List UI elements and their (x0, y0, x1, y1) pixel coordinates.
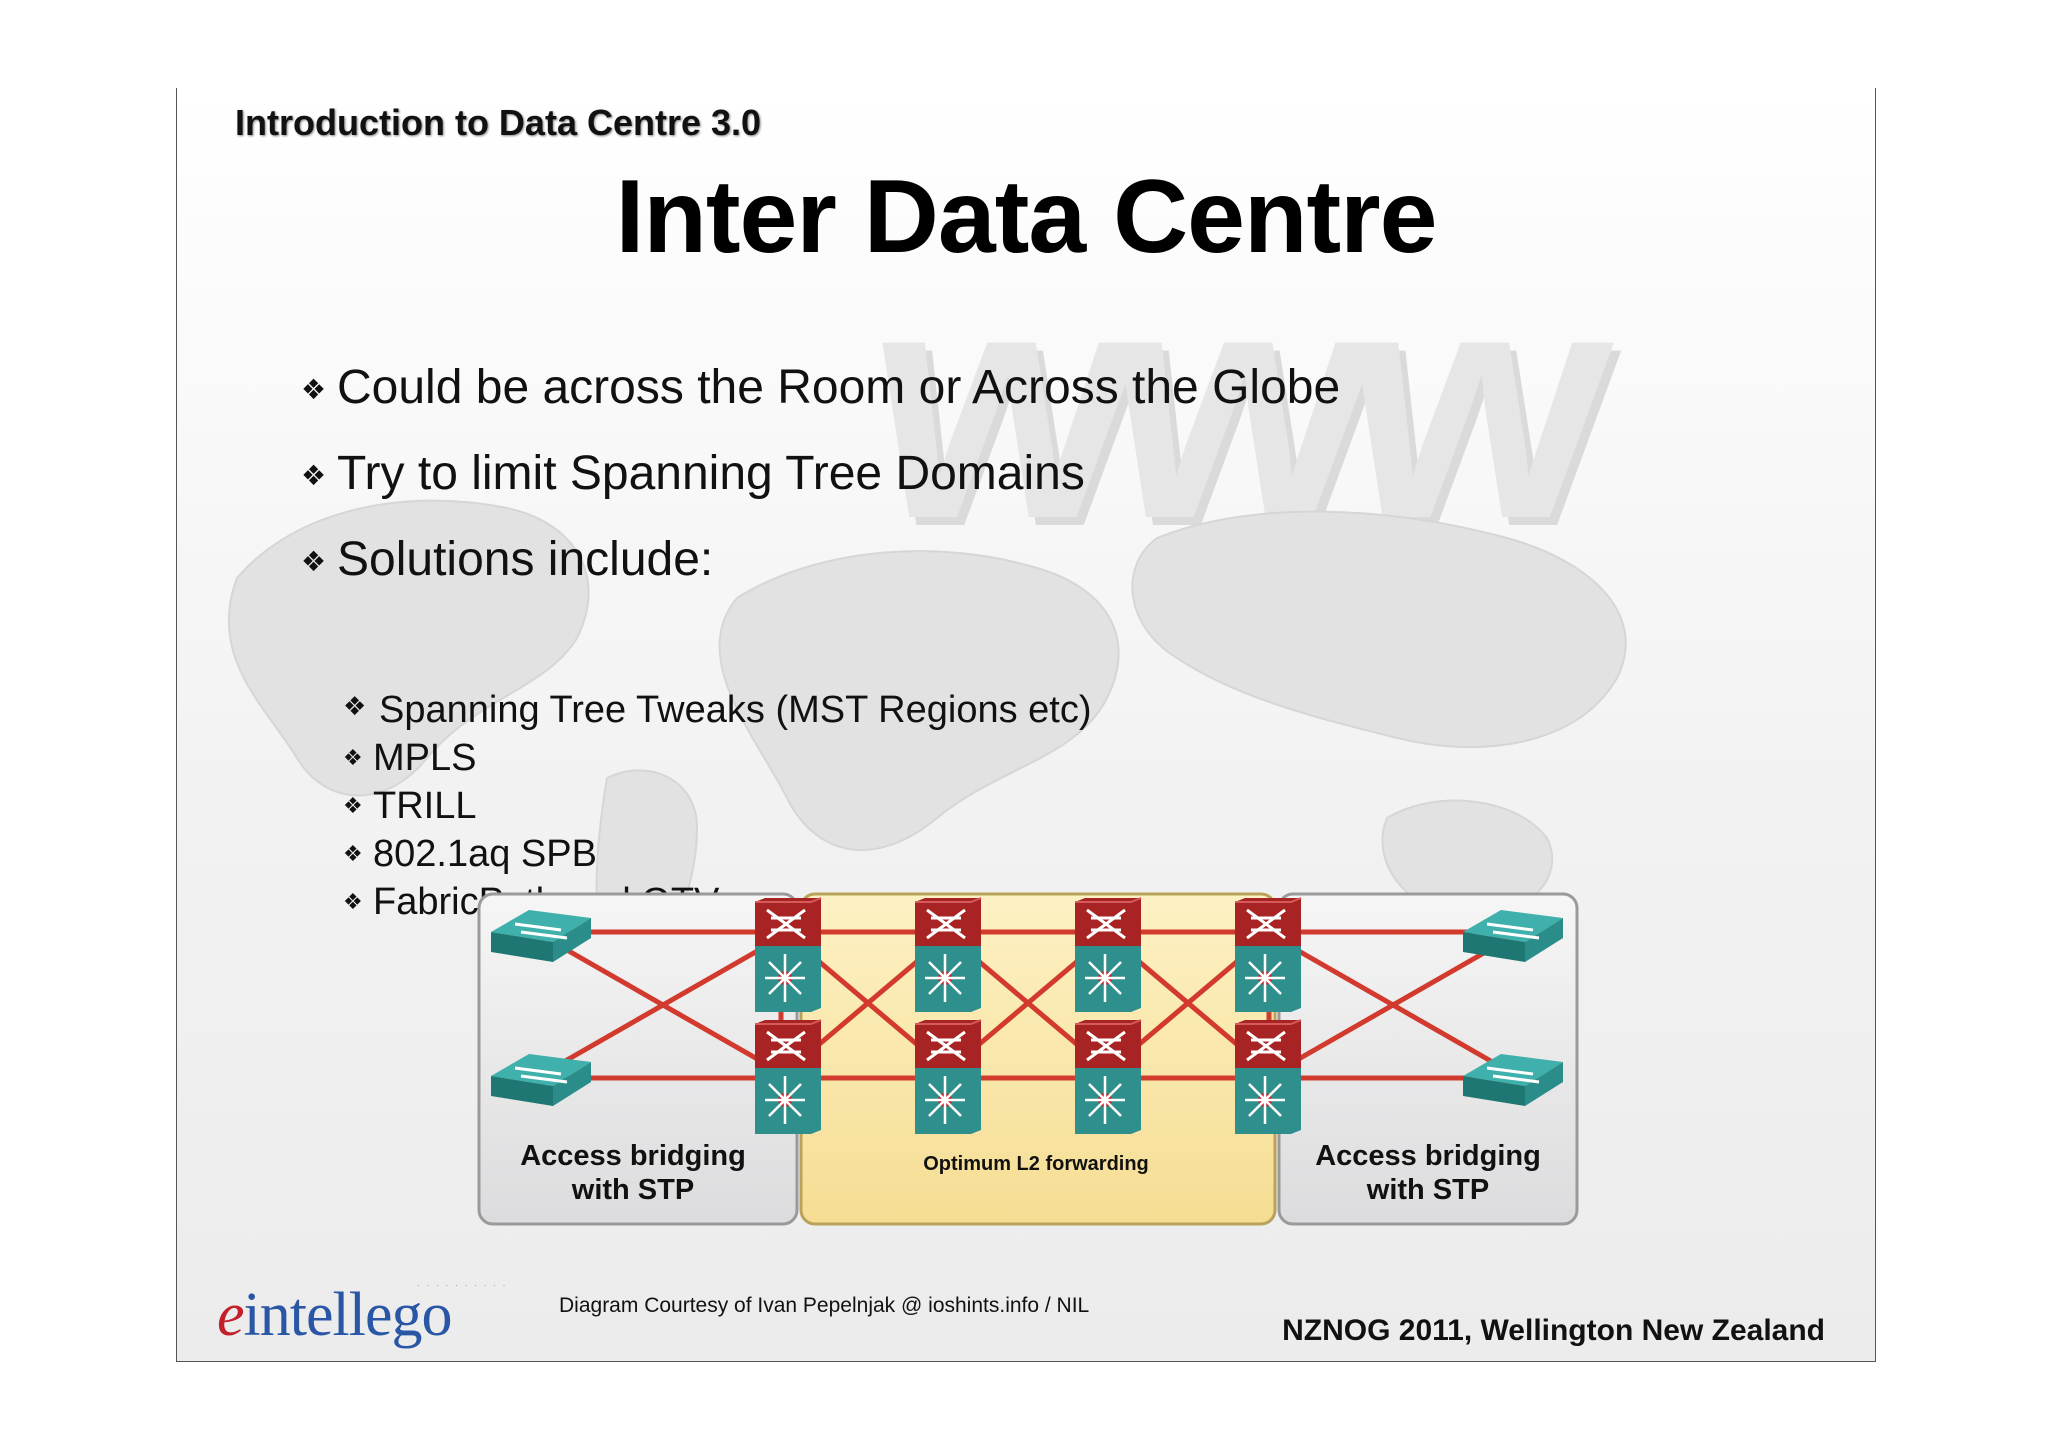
sub-bullet-list: ❖Spanning Tree Tweaks (MST Regions etc) … (343, 688, 1092, 928)
sub-bullet-text: Spanning Tree Tweaks (MST Regions etc) (379, 689, 1092, 731)
sub-bullet-item: ❖ MPLS (343, 736, 1092, 784)
right-zone-label-line2: with STP (1366, 1174, 1489, 1206)
left-zone-label-line1: Access bridging (520, 1140, 746, 1172)
diamond-bullet-icon: ❖ (301, 460, 327, 491)
router-switch-icon (1073, 1018, 1143, 1136)
router-switch-icon (1233, 896, 1303, 1014)
diagram-credit: Diagram Courtesy of Ivan Pepelnjak @ ios… (559, 1294, 1090, 1317)
footer-event: NZNOG 2011, Wellington New Zealand (1282, 1314, 1825, 1347)
bullet-text: Solutions include: (337, 533, 714, 586)
network-diagram: Access bridging with STP Optimum L2 forw… (477, 892, 1579, 1226)
slide-title: Inter Data Centre (615, 159, 1438, 275)
links (533, 929, 1505, 1081)
diamond-bullet-icon: ❖ (343, 889, 363, 914)
sub-bullet-item: ❖ 802.1aq SPB (343, 832, 1092, 880)
right-zone-label-line1: Access bridging (1315, 1140, 1541, 1172)
bullet-list: ❖ Could be across the Room or Across the … (301, 358, 1340, 616)
diamond-bullet-icon: ❖ (343, 793, 363, 818)
left-zone-label-line2: with STP (571, 1174, 694, 1206)
bullet-text: Could be across the Room or Across the G… (337, 361, 1341, 414)
section-title: Introduction to Data Centre 3.0 (235, 102, 762, 143)
bullet-item: ❖ Could be across the Room or Across the … (301, 358, 1340, 444)
diamond-bullet-icon: ❖ (343, 745, 363, 770)
eintellego-logo: eintellego · · · · · · · · · · (217, 1280, 508, 1349)
diamond-bullet-icon: ❖ (343, 691, 367, 721)
sub-bullet-item: ❖ TRILL (343, 784, 1092, 832)
bullet-item: ❖ Solutions include: (301, 530, 1340, 616)
diamond-bullet-icon: ❖ (301, 374, 327, 405)
logo-dots: · · · · · · · · · · (417, 1280, 508, 1290)
router-switch-icon (753, 1018, 823, 1136)
router-switch-icon (1073, 896, 1143, 1014)
sub-bullet-text: MPLS (373, 737, 477, 779)
sub-bullet-item: ❖ Spanning Tree Tweaks (MST Regions etc) (343, 688, 1092, 736)
diamond-bullet-icon: ❖ (343, 841, 363, 866)
sub-bullet-text: 802.1aq SPB (373, 833, 597, 875)
sub-bullet-text: TRILL (373, 785, 477, 827)
slide: www Introduction to Data Centre 3.0 Inte… (176, 88, 1876, 1362)
center-zone-label: Optimum L2 forwarding (923, 1153, 1149, 1175)
router-switch-icon (753, 896, 823, 1014)
bullet-item: ❖ Try to limit Spanning Tree Domains (301, 444, 1340, 530)
router-switch-icon (1233, 1018, 1303, 1136)
router-switch-icon (913, 896, 983, 1014)
router-switch-icon (913, 1018, 983, 1136)
bullet-text: Try to limit Spanning Tree Domains (337, 447, 1085, 500)
diamond-bullet-icon: ❖ (301, 546, 327, 577)
